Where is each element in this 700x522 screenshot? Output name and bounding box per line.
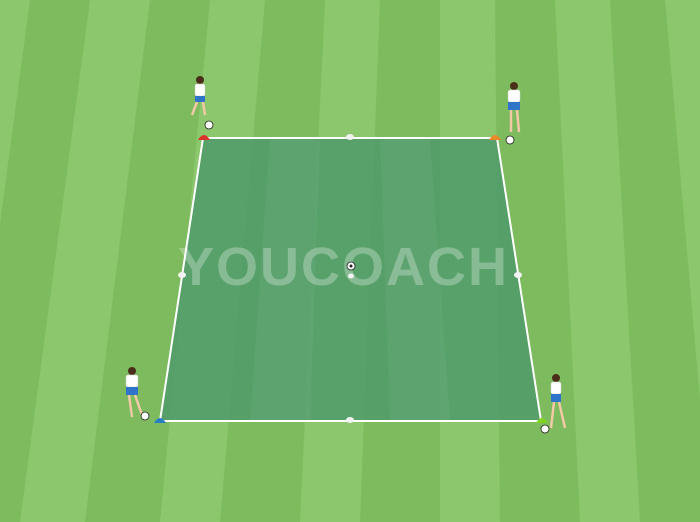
cone-blue [154,418,166,423]
white-marker-left [178,272,186,278]
white-marker-bottom [346,417,354,423]
youcoach-watermark: YOUCOACH [178,237,509,297]
white-markers [178,134,522,423]
watermark-text: YOUCOACH [178,237,509,297]
player-bottom-right [540,374,567,434]
center-ball [346,261,356,271]
cone-red [198,135,210,140]
player-bottom-left [125,367,150,421]
ball [140,411,150,421]
player-top-left [190,76,214,130]
playing-area [158,137,543,422]
white-marker-top [346,134,354,140]
cones [154,135,548,423]
ball [505,135,515,145]
ball [204,120,214,130]
cone-orange [489,135,501,140]
player-top-right [505,82,521,145]
ball [540,424,550,434]
white-marker-right [514,272,522,278]
white-marker-center [348,273,354,279]
cone-green [536,418,548,423]
